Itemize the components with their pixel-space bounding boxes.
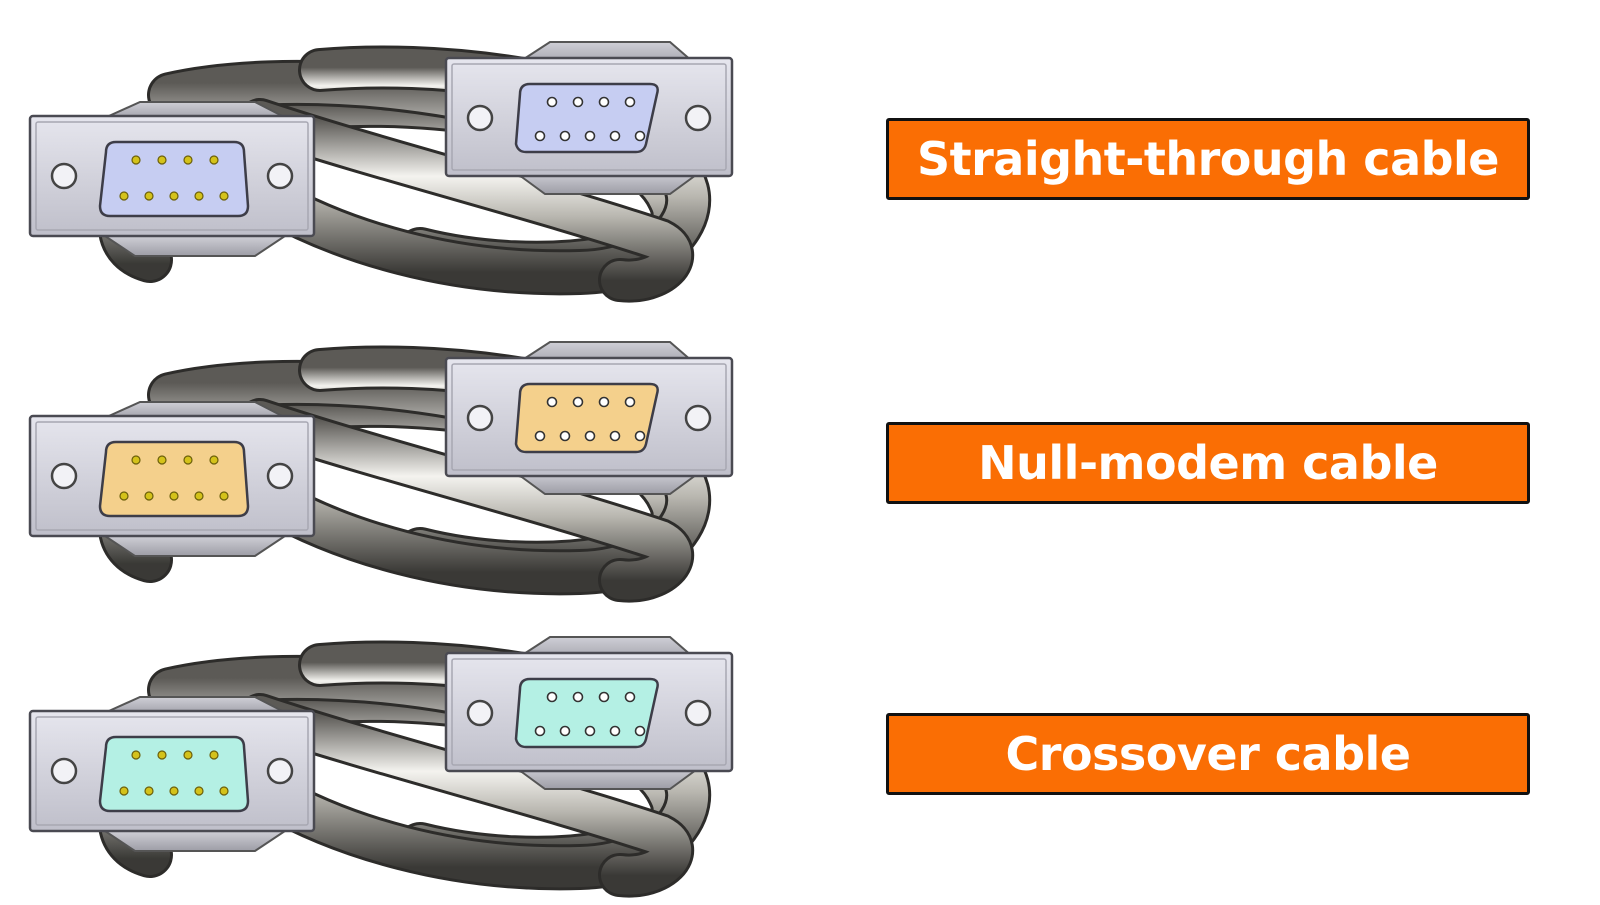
cable-label: Straight-through cable bbox=[916, 132, 1500, 186]
cable-row-2: Null-modem cable bbox=[0, 310, 1600, 610]
null-modem-label: Null-modem cable bbox=[886, 422, 1530, 504]
crossover-label: Crossover cable bbox=[886, 713, 1530, 795]
db9-serial-cable-icon bbox=[28, 636, 734, 898]
cable-row-1: Straight-through cable bbox=[0, 10, 1600, 310]
cable-label: Crossover cable bbox=[1005, 727, 1412, 781]
cable-label: Null-modem cable bbox=[978, 436, 1438, 490]
cable-row-3: Crossover cable bbox=[0, 605, 1600, 905]
straight-through-label: Straight-through cable bbox=[886, 118, 1530, 200]
db9-serial-cable-icon bbox=[28, 41, 734, 303]
db9-serial-cable-icon bbox=[28, 341, 734, 603]
